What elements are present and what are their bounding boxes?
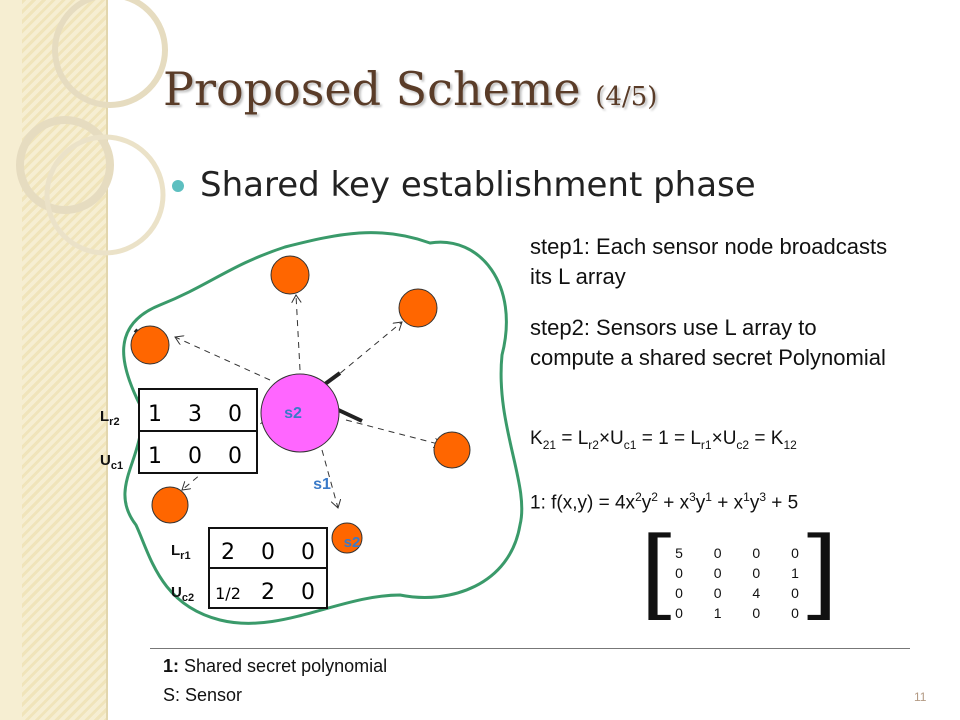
t2-r1-c2: 0	[261, 540, 275, 565]
t1-r2-c2: 0	[188, 444, 202, 469]
matrix-left-bracket: [	[640, 517, 679, 631]
sensor-node-top	[270, 255, 310, 295]
step2-line2: compute a shared secret Polynomial	[530, 345, 886, 370]
network-diagram: s2 s1 s2 1 3 0 1 0 0 Lr2 Uc1 2 0 0 1/2 2…	[100, 231, 524, 625]
polynomial-equation: 1: f(x,y) = 4x2y2 + x3y1 + x1y3 + 5	[530, 490, 799, 514]
t1-r2-c3: 0	[228, 444, 242, 469]
label-lr2: Lr2	[100, 408, 120, 428]
s1-label: s1	[313, 476, 331, 493]
t1-r1-c1: 1	[148, 402, 162, 427]
title-counter: (4/5)	[595, 82, 658, 112]
label-lr1: Lr1	[171, 542, 191, 562]
sensor-node-bottom-left	[151, 486, 189, 524]
t2-r1-c1: 2	[221, 540, 235, 565]
step1-text: step1: Each sensor node broadcasts its L…	[530, 232, 960, 292]
bullet-icon	[172, 180, 184, 192]
sensor-node-s2-neighbor	[331, 522, 363, 554]
neighbor-node-label: s2	[344, 534, 361, 551]
sensor-node-left	[130, 325, 170, 365]
t1-r2-c1: 1	[148, 444, 162, 469]
slide-title: Proposed Scheme (4/5)	[163, 62, 657, 116]
step2-text: step2: Sensors use L array to compute a …	[530, 313, 960, 373]
key-equation: K21 = Lr2×Uc1 = 1 = Lr1×Uc2 = K12	[530, 428, 797, 452]
t2-r2-c2: 2	[261, 580, 275, 605]
table-lr2-uc1: 1 3 0 1 0 0 Lr2 Uc1	[100, 388, 258, 474]
step2-line1: step2: Sensors use L array to	[530, 315, 817, 340]
center-node-label: s2	[284, 405, 302, 422]
legend-polynomial: 1: Shared secret polynomial	[163, 656, 388, 676]
bullet-text: Shared key establishment phase	[200, 165, 756, 205]
decorative-band-edge	[106, 0, 108, 720]
t2-r2-c1: 1/2	[215, 584, 241, 603]
t2-r1-c3: 0	[301, 540, 315, 565]
table-lr1-uc2: 2 0 0 1/2 2 0 Lr1 Uc2	[171, 527, 328, 609]
legend-sensor: S: Sensor	[163, 685, 243, 705]
decorative-circles	[16, 0, 168, 256]
step1-line1: step1: Each sensor node broadcasts	[530, 234, 888, 259]
t2-r2-c3: 0	[301, 580, 315, 605]
label-uc1: Uc1	[100, 452, 123, 472]
broadcast-arrows	[175, 295, 442, 508]
network-boundary	[122, 231, 524, 625]
step1-line2: its L array	[530, 264, 626, 289]
sensor-node-top-right	[398, 288, 438, 328]
t1-r1-c2: 3	[188, 402, 202, 427]
title-main: Proposed Scheme	[163, 62, 581, 116]
sensor-node-right	[433, 431, 471, 469]
sensor-node-center	[260, 373, 340, 453]
slide-number: 11	[914, 690, 927, 704]
label-uc2: Uc2	[171, 584, 194, 604]
t1-r1-c3: 0	[228, 402, 242, 427]
footer-divider	[150, 648, 910, 649]
matrix-right-bracket: ]	[800, 517, 839, 631]
